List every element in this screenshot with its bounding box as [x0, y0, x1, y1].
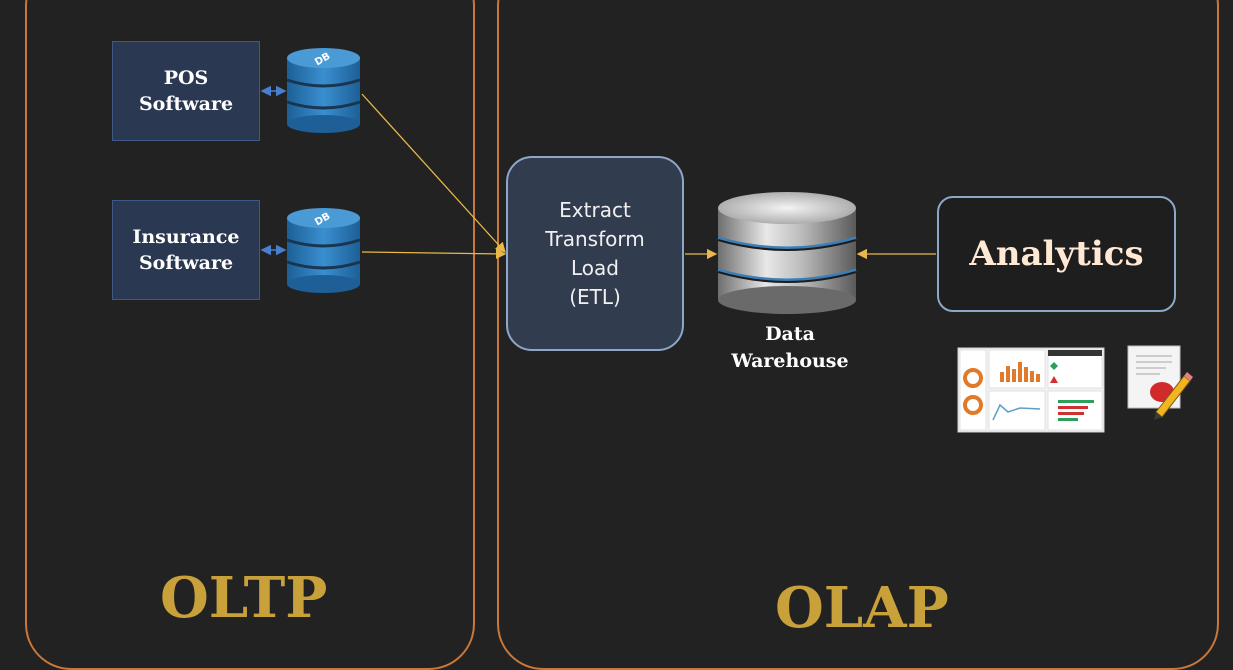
oltp-title: OLTP	[160, 565, 328, 631]
insurance-software-box: Insurance Software	[112, 200, 260, 300]
etl-box: Extract Transform Load (ETL)	[506, 156, 684, 351]
insurance-label-line2: Software	[138, 252, 234, 274]
pos-software-box: POS Software	[112, 41, 260, 141]
document-pencil-icon	[1127, 345, 1193, 420]
insurance-label-line1: Insurance	[132, 226, 240, 248]
etl-line: Transform	[545, 226, 645, 251]
pos-to-etl-arrow	[361, 93, 506, 253]
pos-label-line1: POS	[163, 67, 209, 89]
etl-line: Extract	[559, 197, 631, 222]
data-warehouse-icon	[717, 192, 857, 314]
dw-label-line1: Data	[765, 323, 815, 345]
dw-label-line2: Warehouse	[731, 350, 849, 372]
db-cylinder-icon: DB	[286, 48, 361, 133]
etl-line: Load	[571, 255, 619, 280]
diagram-connectors: DB DB	[260, 48, 1193, 433]
etl-line: (ETL)	[569, 284, 621, 309]
data-warehouse-label: Data Warehouse	[700, 321, 880, 375]
dashboard-report-icon	[957, 347, 1105, 433]
analytics-box: Analytics	[937, 196, 1176, 312]
pos-label-line2: Software	[138, 93, 234, 115]
insurance-to-etl-arrow	[361, 248, 507, 260]
db-cylinder-icon: DB	[286, 208, 361, 293]
analytics-label: Analytics	[969, 234, 1144, 274]
olap-title: OLAP	[775, 575, 949, 641]
